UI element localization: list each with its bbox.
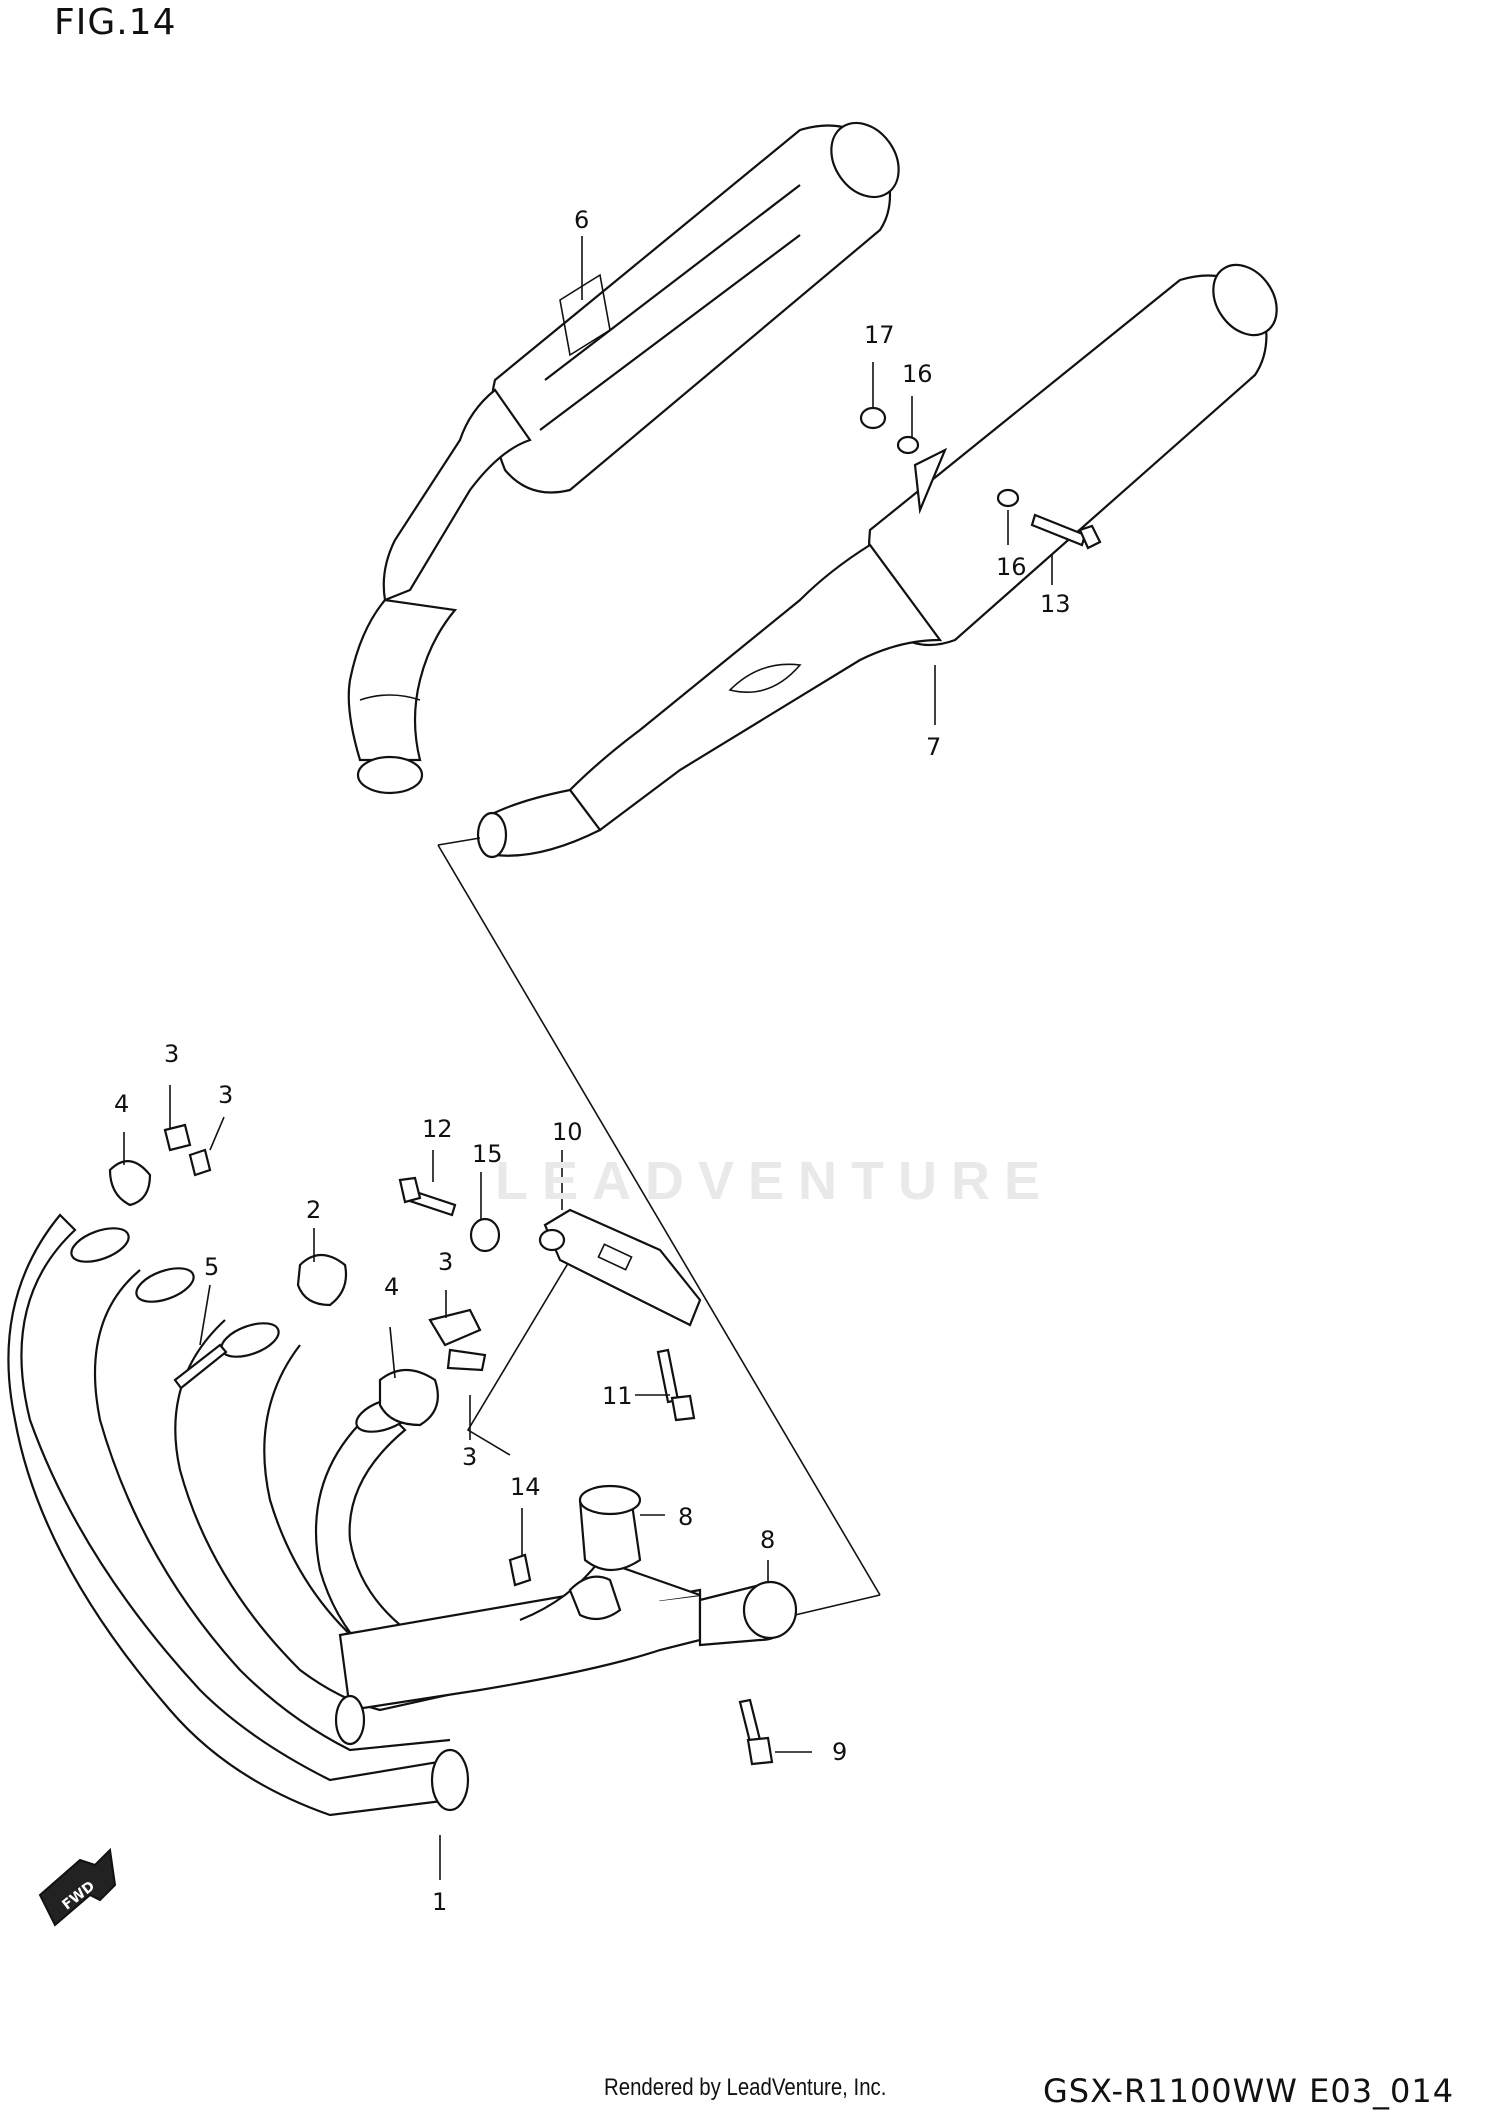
leader-lines [123, 236, 1053, 1880]
callout-15: 15 [472, 1140, 503, 1168]
fwd-arrow: FWD [38, 1847, 117, 1927]
watermark: LEADVENTURE [495, 1151, 1055, 1211]
connector-drawing [568, 1484, 798, 1640]
callout-13: 13 [1040, 590, 1071, 618]
callout-1: 1 [432, 1888, 447, 1916]
callout-7: 7 [926, 733, 941, 761]
callout-4: 4 [384, 1273, 399, 1301]
callout-4: 4 [114, 1090, 129, 1118]
callout-6: 6 [574, 206, 589, 234]
muffler-right-drawing [476, 263, 1278, 859]
callout-2: 2 [306, 1196, 321, 1224]
muffler-left-drawing [347, 121, 900, 795]
callout-labels: 6 17 16 16 13 7 3 3 4 12 15 10 2 5 4 3 3… [114, 206, 1071, 1916]
assembly-guide-lines [437, 837, 881, 1616]
callout-3: 3 [438, 1248, 453, 1276]
callout-12: 12 [422, 1115, 453, 1143]
callout-9: 9 [832, 1738, 847, 1766]
figure-title: FIG.14 [54, 2, 177, 43]
callout-5: 5 [204, 1253, 219, 1281]
callout-11: 11 [602, 1382, 633, 1410]
callout-16: 16 [902, 360, 933, 388]
small-hardware [108, 1123, 774, 1766]
callout-3: 3 [462, 1443, 477, 1471]
bracket-drawing [538, 1208, 702, 1327]
model-code: GSX-R1100WW E03_014 [1043, 2072, 1455, 2110]
callout-14: 14 [510, 1473, 541, 1501]
callout-17: 17 [864, 321, 895, 349]
render-credit: Rendered by LeadVenture, Inc. [604, 2074, 887, 2101]
callout-8: 8 [760, 1526, 775, 1554]
callout-3: 3 [164, 1040, 179, 1068]
callout-8: 8 [678, 1503, 693, 1531]
callout-16: 16 [996, 553, 1027, 581]
callout-3: 3 [218, 1081, 233, 1109]
callout-10: 10 [552, 1118, 583, 1146]
